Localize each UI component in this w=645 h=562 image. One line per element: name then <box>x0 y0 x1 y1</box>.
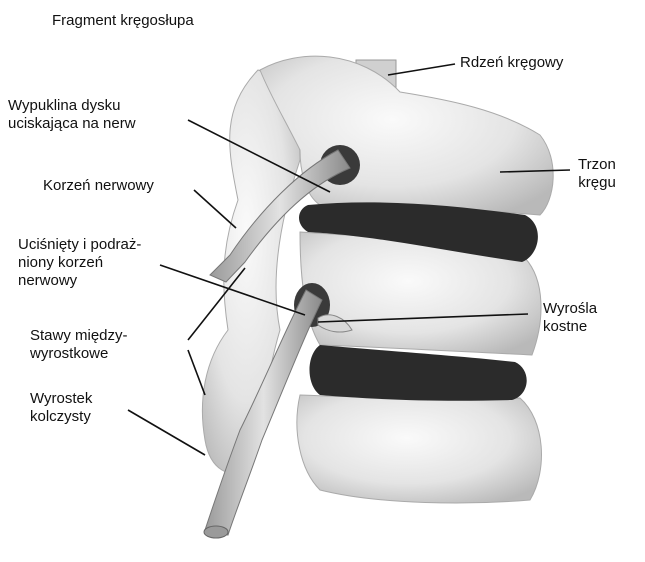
leader-wyrostek <box>128 410 205 455</box>
label-korzen-nerwowy: Korzeń nerwowy <box>43 177 154 195</box>
leader-rdzen <box>388 64 455 75</box>
label-stawy-miedzywyrostkowe: Stawy między- wyrostkowe <box>30 327 128 363</box>
label-trzon-kregu: Trzon kręgu <box>578 156 616 192</box>
label-wyrostek-kolczysty: Wyrostek kolczysty <box>30 390 92 426</box>
lower-vertebra-body <box>297 395 542 503</box>
label-wypuklina-dysku: Wypuklina dysku uciskająca na nerw <box>8 97 136 133</box>
figure-title: Fragment kręgosłupa <box>52 12 194 30</box>
label-ucisniety-korzen: Uciśnięty i podraż- niony korzeń nerwowy <box>18 236 141 290</box>
label-wyrosla-kostne: Wyrośla kostne <box>543 300 597 336</box>
nerve-root-end <box>204 526 228 538</box>
leader-korzen <box>194 190 236 228</box>
label-rdzen-kregowy: Rdzeń kręgowy <box>460 54 563 72</box>
leader-stawy-2 <box>188 350 205 395</box>
